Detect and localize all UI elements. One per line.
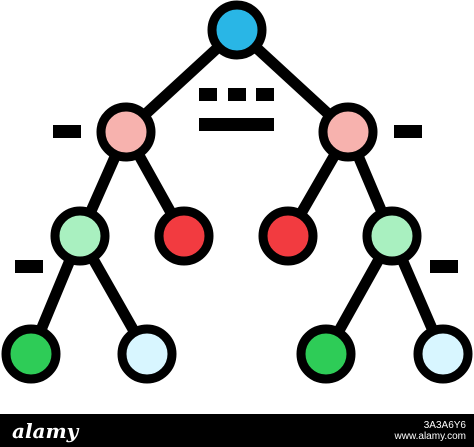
watermark-logo: alamy [12, 419, 79, 443]
node-l3-a [1, 324, 61, 384]
dash-mark [256, 88, 274, 101]
dash-marks [15, 88, 458, 273]
watermark-site: www.alamy.com [394, 431, 467, 442]
dash-mark [394, 125, 422, 138]
node-root [207, 0, 267, 60]
node-l2-b [154, 206, 214, 266]
dash-mark [199, 88, 217, 101]
node-l3-c [296, 324, 356, 384]
dash-mark [228, 88, 246, 101]
dash-mark [430, 260, 458, 273]
node-l1-right [318, 102, 378, 162]
dash-mark [15, 260, 43, 273]
tree-nodes [1, 0, 473, 384]
dash-mark [53, 125, 81, 138]
node-l2-a [50, 206, 110, 266]
watermark-image-id: 3A3A6Y6 [423, 420, 466, 431]
node-l1-left [96, 102, 156, 162]
tree-edges [25, 24, 449, 360]
node-l3-d [413, 324, 473, 384]
watermark-info: 3A3A6Y6 www.alamy.com [395, 420, 467, 442]
node-l2-d [362, 206, 422, 266]
node-l3-b [117, 324, 177, 384]
dash-mark [199, 118, 274, 131]
node-l2-c [258, 206, 318, 266]
watermark-bar [0, 414, 474, 447]
